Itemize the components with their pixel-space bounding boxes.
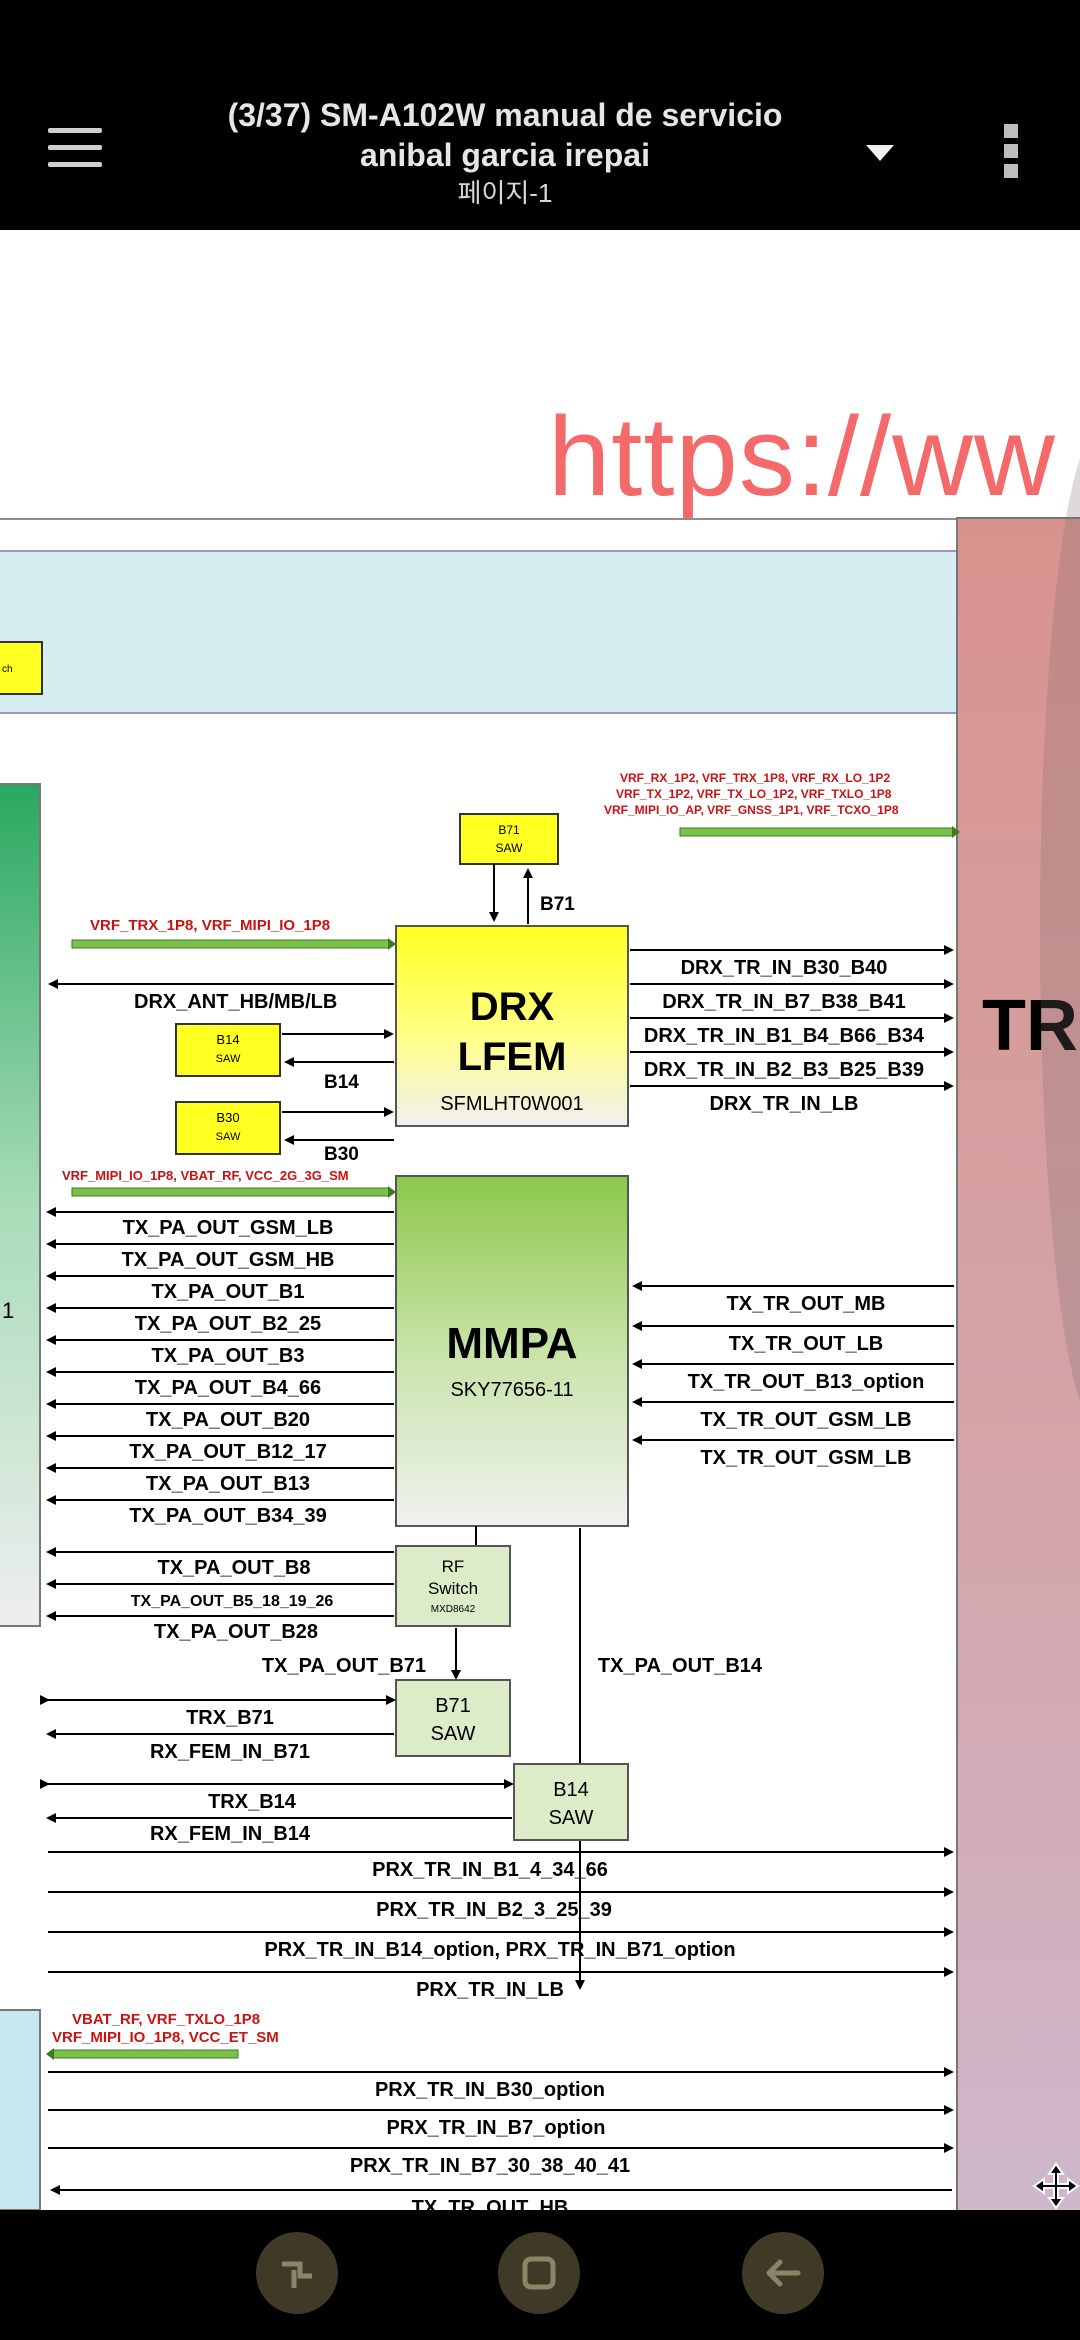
svg-text:TX_PA_OUT_B12_17: TX_PA_OUT_B12_17 (129, 1441, 327, 1463)
svg-text:VRF_MIPI_IO_1P8, VCC_ET_SM: VRF_MIPI_IO_1P8, VCC_ET_SM (52, 2029, 279, 2046)
home-icon (522, 2256, 556, 2290)
menu-icon[interactable] (48, 128, 102, 168)
svg-text:RX_FEM_IN_B71: RX_FEM_IN_B71 (150, 1741, 310, 1763)
svg-text:VRF_MIPI_IO_AP, VRF_GNSS_1P1,: VRF_MIPI_IO_AP, VRF_GNSS_1P1, VRF_TCXO_1… (604, 803, 899, 817)
page-label: 페이지-1 (457, 178, 553, 208)
svg-text:VRF_TRX_1P8, VRF_MIPI_IO_1P8: VRF_TRX_1P8, VRF_MIPI_IO_1P8 (90, 917, 330, 934)
svg-text:TX_PA_OUT_B71: TX_PA_OUT_B71 (262, 1655, 426, 1677)
svg-text:B14: B14 (216, 1032, 239, 1047)
svg-text:TX_PA_OUT_GSM_LB: TX_PA_OUT_GSM_LB (123, 1217, 334, 1239)
more-options-icon[interactable] (1004, 124, 1024, 184)
svg-text:SAW: SAW (496, 841, 524, 855)
svg-text:B71: B71 (498, 823, 520, 837)
app-toolbar: (3/37) SM-A102W manual de servicio aniba… (0, 0, 1080, 230)
svg-text:TX_PA_OUT_B28: TX_PA_OUT_B28 (154, 1621, 318, 1643)
svg-text:SAW: SAW (431, 1723, 476, 1745)
watermark-url: https://ww (548, 394, 1056, 519)
svg-text:SAW: SAW (216, 1131, 241, 1143)
svg-text:TX_TR_OUT_HB: TX_TR_OUT_HB (412, 2197, 569, 2210)
svg-text:PRX_TR_IN_B7_30_38_40_41: PRX_TR_IN_B7_30_38_40_41 (350, 2155, 630, 2177)
svg-text:TX_PA_OUT_GSM_HB: TX_PA_OUT_GSM_HB (121, 1249, 334, 1271)
document-title: (3/37) SM-A102W manual de servicio (227, 97, 783, 133)
svg-text:VBAT_RF, VRF_TXLO_1P8: VBAT_RF, VRF_TXLO_1P8 (72, 2011, 260, 2028)
svg-text:VRF_MIPI_IO_1P8, VBAT_RF, VCC_: VRF_MIPI_IO_1P8, VBAT_RF, VCC_2G_3G_SM (62, 1168, 349, 1183)
svg-text:TX_PA_OUT_B2_25: TX_PA_OUT_B2_25 (135, 1313, 321, 1335)
system-nav-bar (0, 2210, 1080, 2340)
svg-text:TX_PA_OUT_B5_18_19_26: TX_PA_OUT_B5_18_19_26 (131, 1593, 334, 1610)
svg-text:VRF_RX_1P2, VRF_TRX_1P8, VRF_R: VRF_RX_1P2, VRF_TRX_1P8, VRF_RX_LO_1P2 (620, 771, 890, 785)
svg-text:B14: B14 (324, 1072, 359, 1093)
rf-switch-block (395, 1545, 511, 1627)
svg-text:B30: B30 (216, 1110, 239, 1125)
document-subtitle: anibal garcia irepai (360, 137, 650, 173)
svg-text:TX_TR_OUT_GSM_LB: TX_TR_OUT_GSM_LB (700, 1447, 911, 1469)
svg-text:SKY77656-11: SKY77656-11 (450, 1379, 573, 1401)
tr-block (956, 517, 1080, 2210)
svg-text:PRX_TR_IN_B14_option, PRX_TR_I: PRX_TR_IN_B14_option, PRX_TR_IN_B71_opti… (264, 1939, 735, 1961)
svg-text:TX_PA_OUT_B1: TX_PA_OUT_B1 (151, 1281, 304, 1303)
svg-text:DRX: DRX (470, 985, 555, 1029)
svg-text:PRX_TR_IN_B1_4_34_66: PRX_TR_IN_B1_4_34_66 (372, 1859, 608, 1881)
svg-text:PRX_TR_IN_B2_3_25_39: PRX_TR_IN_B2_3_25_39 (376, 1899, 612, 1921)
svg-text:TX_PA_OUT_B8: TX_PA_OUT_B8 (157, 1557, 310, 1579)
svg-text:DRX_TR_IN_B2_B3_B25_B39: DRX_TR_IN_B2_B3_B25_B39 (644, 1059, 924, 1081)
back-icon (766, 2259, 801, 2287)
mmpa-block (395, 1175, 629, 1527)
saw-b14-block (513, 1763, 629, 1841)
svg-text:VRF_TX_1P2, VRF_TX_LO_1P2, VRF: VRF_TX_1P2, VRF_TX_LO_1P2, VRF_TXLO_1P8 (616, 787, 892, 801)
svg-text:DRX_TR_IN_B30_B40: DRX_TR_IN_B30_B40 (681, 957, 888, 979)
drx-lfem-block (395, 925, 629, 1127)
svg-text:SFMLHT0W001: SFMLHT0W001 (440, 1093, 583, 1115)
svg-text:MXD8642: MXD8642 (431, 1604, 476, 1615)
svg-text:TX_PA_OUT_B13: TX_PA_OUT_B13 (146, 1473, 310, 1495)
svg-text:ch: ch (2, 664, 13, 675)
svg-text:1: 1 (2, 1298, 14, 1323)
divider (0, 518, 1080, 520)
svg-text:DRX_TR_IN_LB: DRX_TR_IN_LB (710, 1093, 859, 1115)
left-block-2 (0, 2009, 41, 2210)
svg-text:SAW: SAW (216, 1053, 241, 1065)
svg-text:TX_TR_OUT_GSM_LB: TX_TR_OUT_GSM_LB (700, 1409, 911, 1431)
saw-b71-block (395, 1679, 511, 1757)
svg-text:TX_PA_OUT_B20: TX_PA_OUT_B20 (146, 1409, 310, 1431)
svg-text:B71: B71 (540, 894, 575, 915)
svg-text:PRX_TR_IN_B30_option: PRX_TR_IN_B30_option (375, 2079, 605, 2101)
tr-label: TR (982, 986, 1078, 1066)
svg-text:TRX_B71: TRX_B71 (186, 1707, 274, 1729)
back-button[interactable] (742, 2232, 824, 2314)
svg-text:B14: B14 (553, 1779, 589, 1801)
svg-text:TRX_B14: TRX_B14 (208, 1791, 297, 1813)
recent-apps-button[interactable] (256, 2232, 338, 2314)
svg-text:Switch: Switch (428, 1579, 478, 1598)
svg-text:TX_PA_OUT_B4_66: TX_PA_OUT_B4_66 (135, 1377, 321, 1399)
svg-text:TX_TR_OUT_MB: TX_TR_OUT_MB (727, 1293, 886, 1315)
left-block (0, 783, 41, 1627)
svg-text:B71: B71 (435, 1695, 471, 1717)
svg-text:MMPA: MMPA (446, 1319, 577, 1368)
chevron-down-icon[interactable] (866, 145, 894, 161)
home-button[interactable] (498, 2232, 580, 2314)
svg-text:PRX_TR_IN_LB: PRX_TR_IN_LB (416, 1979, 564, 2001)
svg-text:DRX_ANT_HB/MB/LB: DRX_ANT_HB/MB/LB (134, 991, 337, 1013)
move-cursor-icon (1032, 2162, 1080, 2210)
svg-text:B30: B30 (324, 1144, 359, 1165)
svg-text:LFEM: LFEM (458, 1035, 567, 1079)
recent-apps-icon (282, 2261, 312, 2288)
svg-text:TX_PA_OUT_B34_39: TX_PA_OUT_B34_39 (129, 1505, 327, 1527)
svg-text:RF: RF (442, 1557, 465, 1576)
svg-text:RX_FEM_IN_B14: RX_FEM_IN_B14 (150, 1823, 311, 1845)
svg-text:TX_PA_OUT_B14: TX_PA_OUT_B14 (598, 1655, 763, 1677)
svg-text:SAW: SAW (549, 1807, 594, 1829)
svg-text:PRX_TR_IN_B7_option: PRX_TR_IN_B7_option (387, 2117, 606, 2139)
svg-text:TX_PA_OUT_B3: TX_PA_OUT_B3 (151, 1345, 304, 1367)
document-page[interactable]: https://ww TR 1 (0, 230, 1080, 2210)
svg-text:DRX_TR_IN_B7_B38_B41: DRX_TR_IN_B7_B38_B41 (662, 991, 905, 1013)
header-band (0, 550, 1080, 714)
svg-text:DRX_TR_IN_B1_B4_B66_B34: DRX_TR_IN_B1_B4_B66_B34 (644, 1025, 925, 1047)
svg-text:TX_TR_OUT_B13_option: TX_TR_OUT_B13_option (688, 1371, 925, 1393)
svg-text:TX_TR_OUT_LB: TX_TR_OUT_LB (729, 1333, 883, 1355)
rf-block-diagram: TR 1 ch VRF_RX_1P2, VRF_TRX_1P8, VRF_RX_… (0, 458, 1080, 2210)
